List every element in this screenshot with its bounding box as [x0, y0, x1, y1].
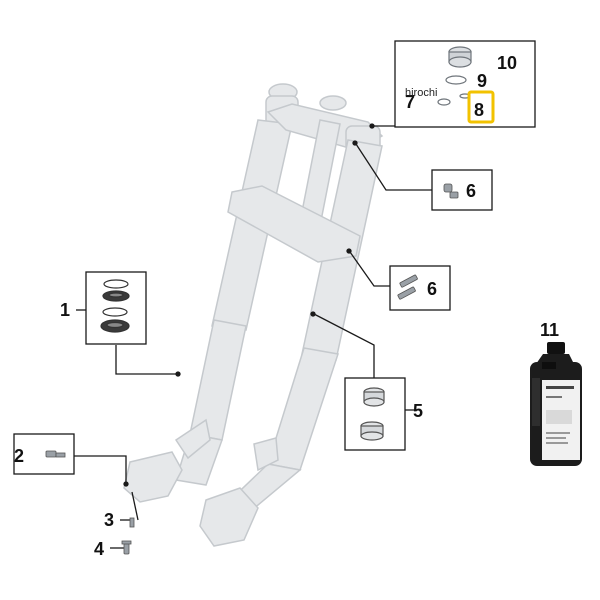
detail-box-clamp-bolt — [431, 169, 493, 211]
clamp-bolt-part — [443, 183, 459, 199]
front-fork-illustration — [123, 83, 384, 547]
callout-1[interactable]: 1 — [60, 300, 70, 320]
callout-6-top[interactable]: 6 — [466, 181, 476, 201]
callout-2[interactable]: 2 — [14, 446, 24, 466]
callout-7[interactable]: 7 — [405, 92, 415, 112]
fork-oil-bottle — [530, 342, 582, 466]
bushing-parts — [360, 387, 385, 441]
top-cap-parts — [437, 46, 472, 106]
watermark-text: hirochi — [405, 87, 437, 99]
callout-8[interactable]: 8 — [474, 100, 484, 120]
callout-10[interactable]: 10 — [497, 53, 517, 73]
callout-5[interactable]: 5 — [413, 401, 423, 421]
pinch-bolts-part — [397, 274, 418, 300]
callout-3[interactable]: 3 — [104, 510, 114, 530]
detail-box-pinch-bolts — [389, 265, 451, 311]
callout-11[interactable]: 11 — [540, 320, 559, 340]
callout-6-middle[interactable]: 6 — [427, 279, 437, 299]
highlight-box-part-8 — [467, 90, 495, 124]
callout-9[interactable]: 9 — [477, 71, 487, 91]
callout-4[interactable]: 4 — [94, 539, 104, 559]
seal-parts — [100, 279, 130, 333]
axle-bolt-part — [45, 450, 66, 458]
screw-parts — [121, 517, 135, 555]
